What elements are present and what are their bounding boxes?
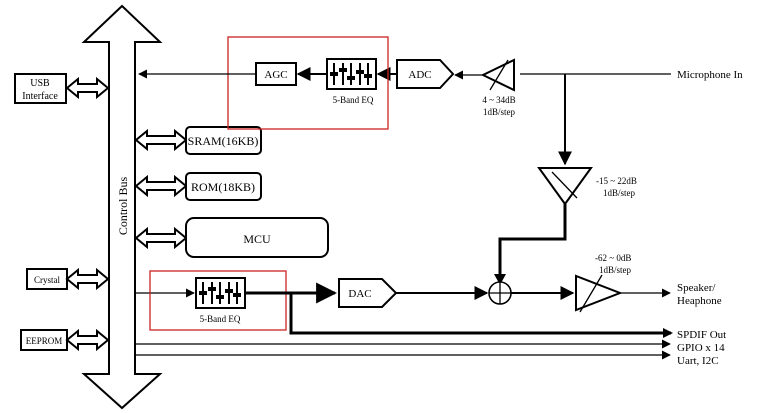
playback-eq-label: 5-Band EQ (200, 314, 241, 324)
spdif-label: SPDIF Out (677, 329, 726, 341)
usb-interface-block: USB Interface (14, 73, 67, 104)
uart-label: Uart, I2C (677, 355, 719, 367)
dac-label: DAC (348, 288, 371, 300)
crystal-bus-link-arrow (65, 267, 110, 291)
speaker-label-line1: Speaker/ (677, 282, 716, 294)
out-gain-step: 1dB/step (599, 265, 632, 275)
control-bus-label: Control Bus (116, 177, 130, 236)
sram-label: SRAM(16KB) (188, 134, 259, 148)
usb-bus-link-arrow (65, 76, 110, 100)
rom-label: ROM(18KB) (191, 180, 255, 194)
adc-label: ADC (408, 69, 431, 81)
crystal-label: Crystal (34, 275, 60, 285)
mixer-amp-to-summer-line (498, 204, 567, 278)
rom-block: ROM(18KB) (185, 172, 262, 201)
mixer-gain-step: 1dB/step (603, 188, 636, 198)
usb-label-line2: Interface (22, 91, 58, 102)
usb-label-line1: USB (30, 78, 50, 89)
speaker-label-line2: Heaphone (677, 295, 722, 307)
mixer-gain-range: -15 ~ 22dB (596, 176, 637, 186)
control-bus: Control Bus (81, 4, 163, 410)
agc-label: AGC (264, 69, 287, 81)
record-eq-label: 5-Band EQ (333, 95, 374, 105)
mcu-block: MCU (185, 217, 329, 258)
eeprom-bus-link-arrow (65, 328, 110, 352)
mic-gain-range: 4 ~ 34dB (482, 95, 515, 105)
dac-block: DAC (338, 278, 398, 308)
mcu-label: MCU (243, 232, 271, 246)
record-eq-block (326, 58, 377, 90)
mic-amplifier (454, 58, 515, 92)
sram-bus-link-arrow (134, 128, 188, 152)
mcu-bus-link-arrow (134, 226, 188, 250)
playback-eq-highlight (149, 270, 287, 331)
spdif-arrowhead (663, 328, 673, 338)
output-amplifier (575, 274, 623, 313)
playback-eq-block (195, 277, 246, 309)
gpio-label: GPIO x 14 (677, 342, 725, 354)
record-eq-highlight (227, 36, 389, 130)
crystal-block: Crystal (26, 268, 68, 290)
eeprom-label: EEPROM (26, 336, 63, 346)
sram-block: SRAM(16KB) (185, 126, 262, 155)
spdif-out-line (289, 293, 671, 335)
out-gain-range: -62 ~ 0dB (595, 253, 631, 263)
agc-block: AGC (255, 62, 297, 86)
rom-bus-link-arrow (134, 174, 188, 198)
summing-junction (488, 281, 512, 305)
adc-block: ADC (396, 59, 455, 89)
summer-input-arrowhead (494, 274, 506, 285)
mic-gain-step: 1dB/step (483, 107, 516, 117)
eeprom-block: EEPROM (20, 329, 68, 351)
mixer-amplifier (537, 167, 593, 206)
mic-input-label: Microphone In (677, 69, 743, 81)
